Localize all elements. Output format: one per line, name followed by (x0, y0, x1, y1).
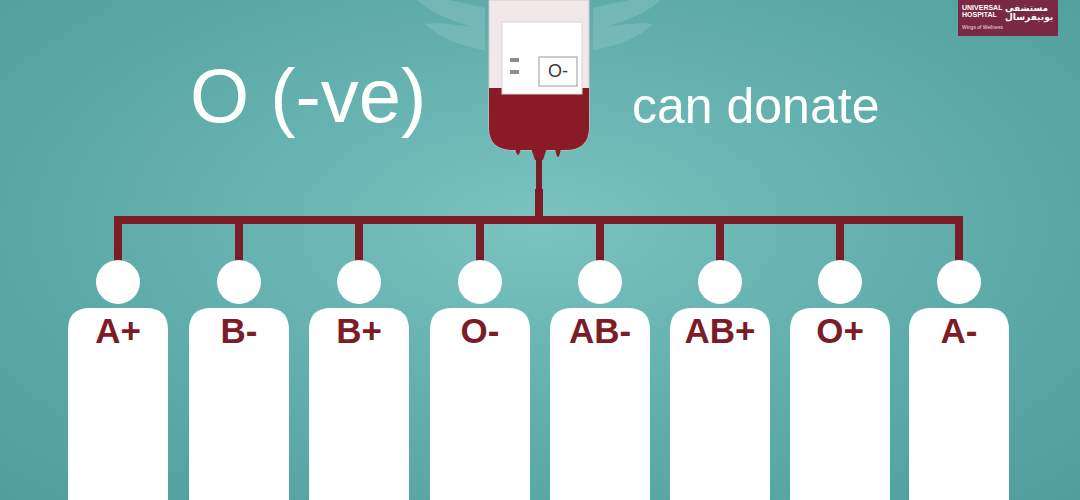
logo-text: UNIVERSAL HOSPITAL (962, 4, 1006, 19)
blood-type-label: A- (909, 312, 1009, 350)
person-body (550, 308, 650, 500)
person-figure: A+ (68, 258, 168, 500)
person-body (670, 308, 770, 500)
blood-type-label: B- (189, 312, 289, 350)
person-body (309, 308, 409, 500)
person-body (189, 308, 289, 500)
blood-type-label: A+ (68, 312, 168, 350)
person-silhouette (550, 258, 650, 500)
blood-type-label: O- (430, 312, 530, 350)
connector-line (480, 193, 539, 258)
bag-outline (489, 0, 589, 150)
bag-blood-type: O- (539, 57, 577, 86)
person-head (578, 260, 622, 304)
person-silhouette (68, 258, 168, 500)
connector-line (539, 193, 600, 258)
person-head (217, 260, 261, 304)
person-head (337, 260, 381, 304)
logo-slogan: Wings of Wellness (962, 25, 1003, 30)
heading-text: can donate (632, 80, 879, 133)
person-figure: AB+ (670, 258, 770, 500)
person-figure: B+ (309, 258, 409, 500)
connector-line (539, 193, 720, 258)
connector-line (539, 193, 959, 258)
bag-label (502, 22, 582, 94)
person-head (458, 260, 502, 304)
blood-fill (489, 88, 589, 150)
person-silhouette (790, 258, 890, 500)
person-head (698, 260, 742, 304)
blood-bag: O- (485, 0, 593, 195)
label-stripe (510, 70, 519, 74)
blood-type-label: AB- (550, 312, 650, 350)
person-body (430, 308, 530, 500)
connector-line (118, 193, 539, 258)
blood-type-label: O+ (790, 312, 890, 350)
person-figure: AB- (550, 258, 650, 500)
person-silhouette (909, 258, 1009, 500)
bag-tube (536, 158, 542, 195)
connector-line (239, 193, 539, 258)
person-silhouette (189, 258, 289, 500)
person-figure: A- (909, 258, 1009, 500)
connector-line (359, 193, 539, 258)
person-body (790, 308, 890, 500)
person-body (68, 308, 168, 500)
person-head (937, 260, 981, 304)
logo-arabic: مستشفى يونيفرسال (1005, 4, 1055, 23)
blood-type-label: B+ (309, 312, 409, 350)
person-silhouette (430, 258, 530, 500)
person-silhouette (309, 258, 409, 500)
type-box (539, 57, 577, 86)
person-head (818, 260, 862, 304)
person-silhouette (670, 258, 770, 500)
bag-shape (485, 0, 593, 195)
connector-line (539, 193, 840, 258)
person-figure: B- (189, 258, 289, 500)
heading-text: O (-ve) (190, 56, 426, 136)
person-figure: O+ (790, 258, 890, 500)
person-head (96, 260, 140, 304)
logo-box (958, 0, 1058, 36)
label-stripe (510, 58, 519, 62)
blood-type-label: AB+ (670, 312, 770, 350)
person-body (909, 308, 1009, 500)
person-figure: O- (430, 258, 530, 500)
